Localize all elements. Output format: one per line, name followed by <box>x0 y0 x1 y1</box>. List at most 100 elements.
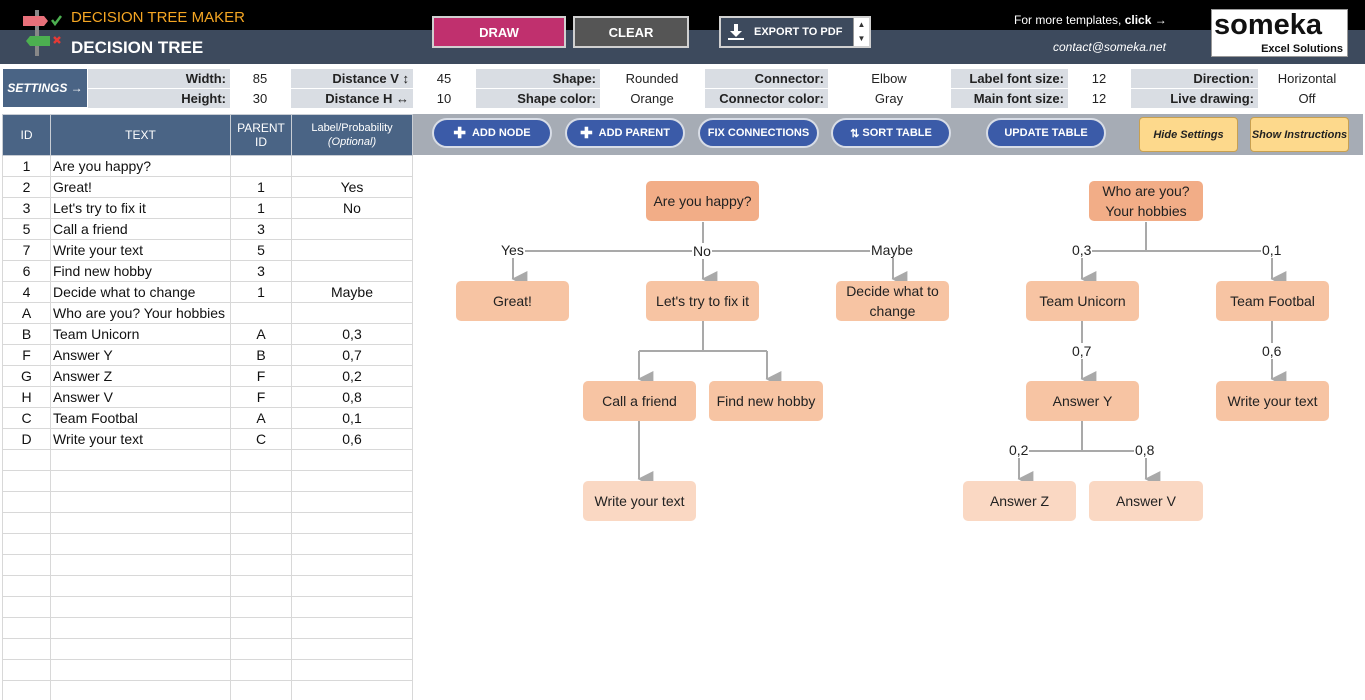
cell-id[interactable]: 7 <box>2 239 51 261</box>
more-templates-link[interactable]: For more templates, click → <box>1014 13 1167 27</box>
node-team-footbal[interactable]: Team Footbal <box>1216 281 1329 321</box>
cell-parent[interactable] <box>230 638 292 660</box>
cell-parent[interactable] <box>230 596 292 618</box>
table-row[interactable] <box>2 680 413 700</box>
table-row[interactable] <box>2 491 413 513</box>
cell-label[interactable]: 0,7 <box>291 344 413 366</box>
node-lets-try-to-fix-it[interactable]: Let's try to fix it <box>646 281 759 321</box>
distance-v-value[interactable]: 45 <box>413 69 475 88</box>
cell-text[interactable]: Write your text <box>50 428 231 450</box>
cell-parent[interactable] <box>230 575 292 597</box>
contact-email[interactable]: contact@someka.net <box>1053 40 1166 54</box>
cell-parent[interactable]: 3 <box>230 218 292 240</box>
cell-parent[interactable]: 5 <box>230 239 292 261</box>
cell-label[interactable]: 0,6 <box>291 428 413 450</box>
cell-text[interactable]: Call a friend <box>50 218 231 240</box>
direction-value[interactable]: Horizontal <box>1258 69 1356 88</box>
table-row[interactable] <box>2 617 413 639</box>
cell-parent[interactable] <box>230 302 292 324</box>
cell-parent[interactable]: A <box>230 323 292 345</box>
cell-text[interactable] <box>50 575 231 597</box>
sort-table-button[interactable]: ⇅ SORT TABLE <box>831 118 951 148</box>
node-call-a-friend[interactable]: Call a friend <box>583 381 696 421</box>
cell-text[interactable]: Are you happy? <box>50 155 231 177</box>
cell-label[interactable]: 0,1 <box>291 407 413 429</box>
add-parent-button[interactable]: ✚ ADD PARENT <box>565 118 685 148</box>
cell-text[interactable] <box>50 617 231 639</box>
cell-id[interactable] <box>2 659 51 681</box>
cell-label[interactable] <box>291 491 413 513</box>
cell-text[interactable] <box>50 638 231 660</box>
cell-label[interactable] <box>291 533 413 555</box>
cell-id[interactable]: G <box>2 365 51 387</box>
cell-label[interactable] <box>291 260 413 282</box>
cell-text[interactable] <box>50 533 231 555</box>
cell-id[interactable] <box>2 617 51 639</box>
cell-id[interactable] <box>2 512 51 534</box>
cell-text[interactable] <box>50 659 231 681</box>
cell-text[interactable]: Find new hobby <box>50 260 231 282</box>
node-great[interactable]: Great! <box>456 281 569 321</box>
cell-label[interactable] <box>291 554 413 576</box>
node-answer-z[interactable]: Answer Z <box>963 481 1076 521</box>
node-answer-v[interactable]: Answer V <box>1089 481 1203 521</box>
cell-label[interactable] <box>291 239 413 261</box>
export-spinner[interactable]: ▲ ▼ <box>853 18 869 46</box>
cell-parent[interactable] <box>230 617 292 639</box>
cell-parent[interactable] <box>230 680 292 700</box>
cell-label[interactable] <box>291 155 413 177</box>
cell-text[interactable]: Who are you? Your hobbies <box>50 302 231 324</box>
cell-parent[interactable]: A <box>230 407 292 429</box>
show-instructions-button[interactable]: Show Instructions <box>1250 117 1349 152</box>
spinner-down-icon[interactable]: ▼ <box>857 34 866 43</box>
cell-label[interactable] <box>291 596 413 618</box>
cell-text[interactable]: Team Footbal <box>50 407 231 429</box>
cell-parent[interactable] <box>230 533 292 555</box>
cell-text[interactable]: Answer Z <box>50 365 231 387</box>
node-who-are-you[interactable]: Who are you? Your hobbies <box>1089 181 1203 221</box>
width-value[interactable]: 85 <box>230 69 290 88</box>
cell-id[interactable]: A <box>2 302 51 324</box>
node-find-new-hobby[interactable]: Find new hobby <box>709 381 823 421</box>
cell-text[interactable] <box>50 680 231 700</box>
cell-id[interactable] <box>2 470 51 492</box>
cell-text[interactable]: Great! <box>50 176 231 198</box>
cell-parent[interactable]: 1 <box>230 197 292 219</box>
cell-id[interactable]: 2 <box>2 176 51 198</box>
cell-parent[interactable]: C <box>230 428 292 450</box>
settings-toggle[interactable]: SETTINGS → <box>3 69 87 107</box>
cell-text[interactable]: Let's try to fix it <box>50 197 231 219</box>
cell-text[interactable] <box>50 596 231 618</box>
cell-parent[interactable]: B <box>230 344 292 366</box>
cell-id[interactable] <box>2 638 51 660</box>
shape-color-value[interactable]: Orange <box>600 89 704 108</box>
table-row[interactable] <box>2 533 413 555</box>
cell-label[interactable] <box>291 575 413 597</box>
hide-settings-button[interactable]: Hide Settings <box>1139 117 1238 152</box>
table-row[interactable] <box>2 449 413 471</box>
cell-parent[interactable]: F <box>230 365 292 387</box>
cell-label[interactable] <box>291 617 413 639</box>
click-link[interactable]: click → <box>1124 13 1167 27</box>
cell-id[interactable]: 3 <box>2 197 51 219</box>
cell-label[interactable]: Yes <box>291 176 413 198</box>
cell-label[interactable] <box>291 302 413 324</box>
table-row[interactable] <box>2 575 413 597</box>
cell-parent[interactable]: 1 <box>230 281 292 303</box>
cell-id[interactable]: 4 <box>2 281 51 303</box>
cell-text[interactable]: Team Unicorn <box>50 323 231 345</box>
height-value[interactable]: 30 <box>230 89 290 108</box>
draw-button[interactable]: DRAW <box>432 16 566 48</box>
connector-color-value[interactable]: Gray <box>828 89 950 108</box>
cell-text[interactable] <box>50 491 231 513</box>
label-font-size-value[interactable]: 12 <box>1068 69 1130 88</box>
